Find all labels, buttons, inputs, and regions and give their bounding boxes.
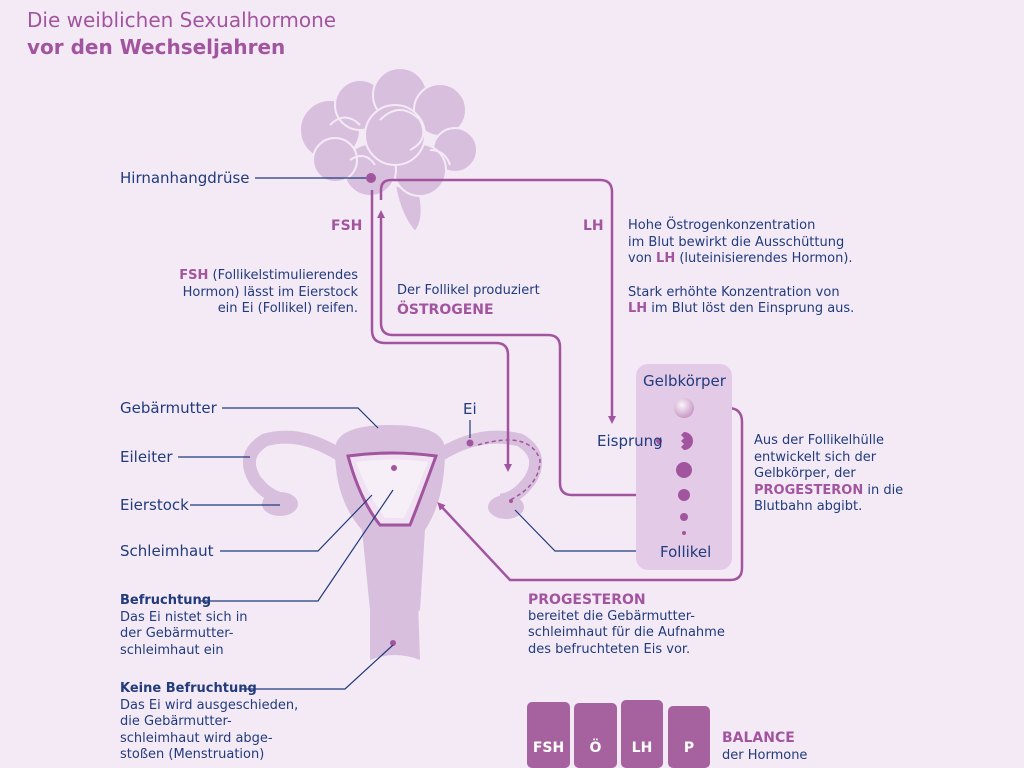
lh-description: Hohe Östrogenkonzentration im Blut bewir… bbox=[628, 218, 854, 318]
progesteron-arrow bbox=[437, 406, 744, 582]
keine-befruchtung-description: Keine Befruchtung Das Ei wird ausgeschie… bbox=[120, 681, 298, 764]
text-line: bereitet die Gebärmutter- bbox=[528, 608, 695, 624]
egg-dots bbox=[366, 173, 513, 646]
fsh-description: FSH (Follikelstimulierendes Hormon) läss… bbox=[179, 268, 358, 318]
text-line: im Blut löst den Einsprung aus. bbox=[647, 301, 855, 316]
text-line: des befruchteten Eis vor. bbox=[528, 641, 691, 657]
text-line: Hormon) lässt im Eierstock bbox=[182, 284, 358, 300]
fsh-arrow bbox=[370, 190, 512, 472]
brain-illustration bbox=[299, 67, 478, 234]
label-eileiter: Eileiter bbox=[120, 448, 173, 466]
label-lh: LH bbox=[583, 218, 604, 234]
label-eierstock: Eierstock bbox=[120, 496, 189, 514]
balance-bar-oestrogen: Ö bbox=[574, 703, 617, 768]
text-line: Aus der Follikelhülle bbox=[754, 433, 884, 448]
text-line: von bbox=[628, 251, 657, 266]
gelbkoerper-description: Aus der Follikelhülle entwickelt sich de… bbox=[754, 433, 903, 516]
balance-title: BALANCE bbox=[722, 730, 795, 746]
label-gebaermutter: Gebärmutter bbox=[120, 399, 217, 417]
oestrogen-description: Der Follikel produziert ÖSTROGENE bbox=[397, 283, 540, 318]
lh-abbr: LH bbox=[656, 251, 676, 266]
progesteron-description: PROGESTERON bereitet die Gebärmutter- sc… bbox=[528, 592, 725, 658]
fsh-abbr: FSH bbox=[179, 268, 209, 283]
text-line: Das Ei nistet sich in bbox=[120, 609, 248, 625]
leader-lines bbox=[178, 177, 653, 690]
text-line: im Blut bewirkt die Ausschüttung bbox=[628, 234, 845, 250]
follicle-stages bbox=[656, 398, 694, 535]
label-schleimhaut: Schleimhaut bbox=[120, 542, 214, 560]
label-follikel: Follikel bbox=[660, 543, 712, 561]
hormone-arrows bbox=[370, 178, 744, 582]
balance-bar-lh: LH bbox=[621, 700, 663, 768]
befruchtung-title: Befruchtung bbox=[120, 593, 212, 608]
text-line: in die bbox=[863, 482, 904, 498]
brain-folds bbox=[329, 109, 451, 166]
oestrogen-arrow bbox=[377, 210, 680, 497]
text-line: (Follikelstimulierendes bbox=[208, 268, 358, 283]
text-line: Das Ei wird ausgeschieden, bbox=[120, 697, 299, 713]
text-line: der Gebärmutter- bbox=[120, 626, 234, 641]
text-line: Gelbkörper, der bbox=[754, 466, 856, 481]
label-fsh: FSH bbox=[331, 218, 363, 234]
text-line: ein Ei (Follikel) reifen. bbox=[217, 301, 358, 316]
text-line: schleimhaut wird abge- bbox=[120, 730, 273, 746]
text-line: stoßen (Menstruation) bbox=[120, 747, 265, 762]
progesteron-highlight: PROGESTERON bbox=[754, 482, 864, 498]
text-line: Stark erhöhte Konzentration von bbox=[628, 284, 840, 300]
text-line: Der Follikel produziert bbox=[397, 283, 540, 298]
label-ei: Ei bbox=[463, 400, 477, 418]
text-line: (luteinisierendes Hormon). bbox=[675, 251, 853, 266]
balance-subtitle: der Hormone bbox=[722, 748, 808, 763]
uterus-illustration bbox=[242, 425, 543, 660]
keine-befruchtung-title: Keine Befruchtung bbox=[120, 681, 257, 696]
progesteron-title: PROGESTERON bbox=[528, 592, 646, 608]
balance-bar-progesteron: P bbox=[668, 706, 710, 768]
oestrogen-label: ÖSTROGENE bbox=[397, 301, 494, 318]
egg-path bbox=[477, 439, 541, 501]
befruchtung-description: Befruchtung Das Ei nistet sich in der Ge… bbox=[120, 593, 248, 659]
lh-abbr: LH bbox=[628, 301, 648, 316]
text-line: Blutbahn abgibt. bbox=[754, 499, 863, 514]
lh-arrow bbox=[379, 178, 616, 424]
label-eisprung: Eisprung bbox=[597, 432, 663, 450]
title-line-1: Die weiblichen Sexualhormone bbox=[27, 8, 337, 32]
text-line: entwickelt sich der bbox=[754, 449, 877, 465]
title-line-2: vor den Wechseljahren bbox=[27, 35, 286, 59]
label-gelbkoerper: Gelbkörper bbox=[643, 372, 726, 390]
text-line: schleimhaut für die Aufnahme bbox=[528, 625, 725, 640]
text-line: Hohe Östrogenkonzentration bbox=[628, 218, 816, 233]
text-line: schleimhaut ein bbox=[120, 642, 224, 658]
label-hirnanhangdruese: Hirnanhangdrüse bbox=[120, 169, 250, 187]
text-line: die Gebärmutter- bbox=[120, 714, 232, 729]
balance-bar-fsh: FSH bbox=[527, 702, 570, 768]
